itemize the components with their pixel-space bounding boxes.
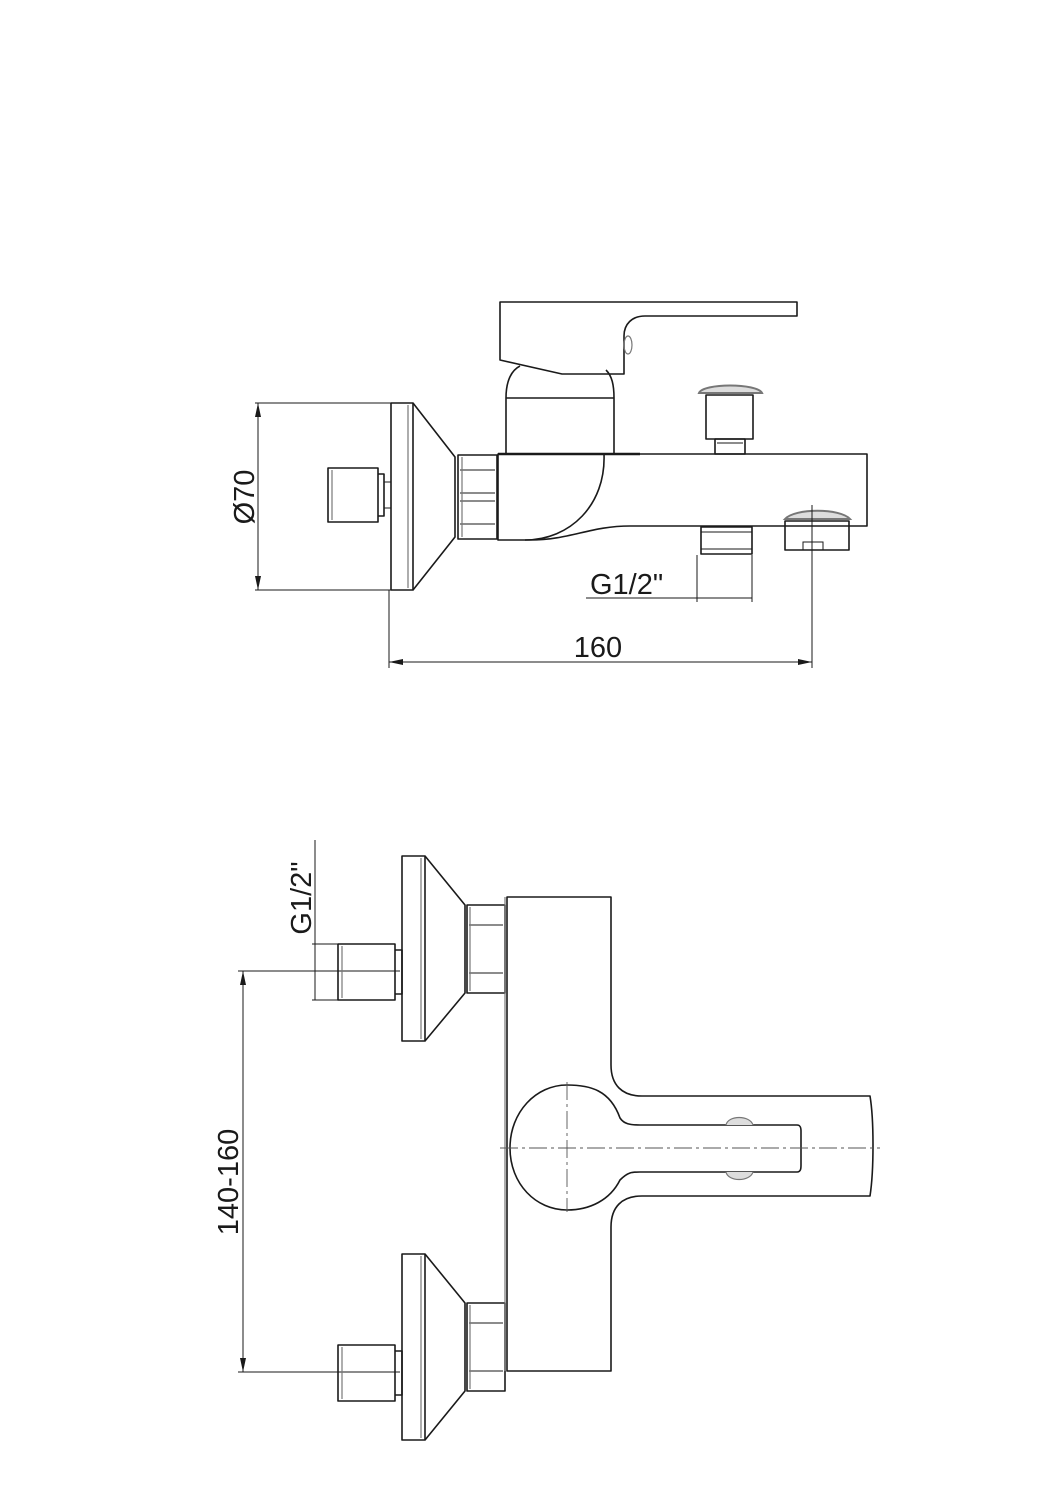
front-mixer-body [504,896,874,1372]
top-eccentric-connector [337,855,506,1042]
cartridge-housing [505,365,615,454]
mixer-body [497,452,868,541]
hex-nut [457,454,498,540]
front-thread-label: G1/2" [286,861,318,934]
length-dimension: 160 [388,505,813,668]
inlet-connector [327,467,391,523]
diameter-label: Ø70 [229,470,261,525]
wall-flange [390,402,456,591]
diameter-dimension: Ø70 [229,402,391,591]
spacing-dimension: 140-160 [213,970,400,1373]
bottom-eccentric-connector [337,1253,506,1441]
outlet-connector [700,526,753,555]
lever-handle [499,301,798,375]
front-view: G1/2" 140-160 [213,840,880,1441]
front-thread-dimension: G1/2" [286,840,340,1001]
front-lever-handle [500,1082,880,1212]
length-label: 160 [574,632,622,664]
side-view: Ø70 [229,301,868,668]
diverter-knob [697,384,764,455]
thread-label: G1/2" [590,569,663,601]
spout-aerator [782,509,853,551]
thread-dimension: G1/2" [586,555,753,602]
spacing-label: 140-160 [213,1129,245,1235]
